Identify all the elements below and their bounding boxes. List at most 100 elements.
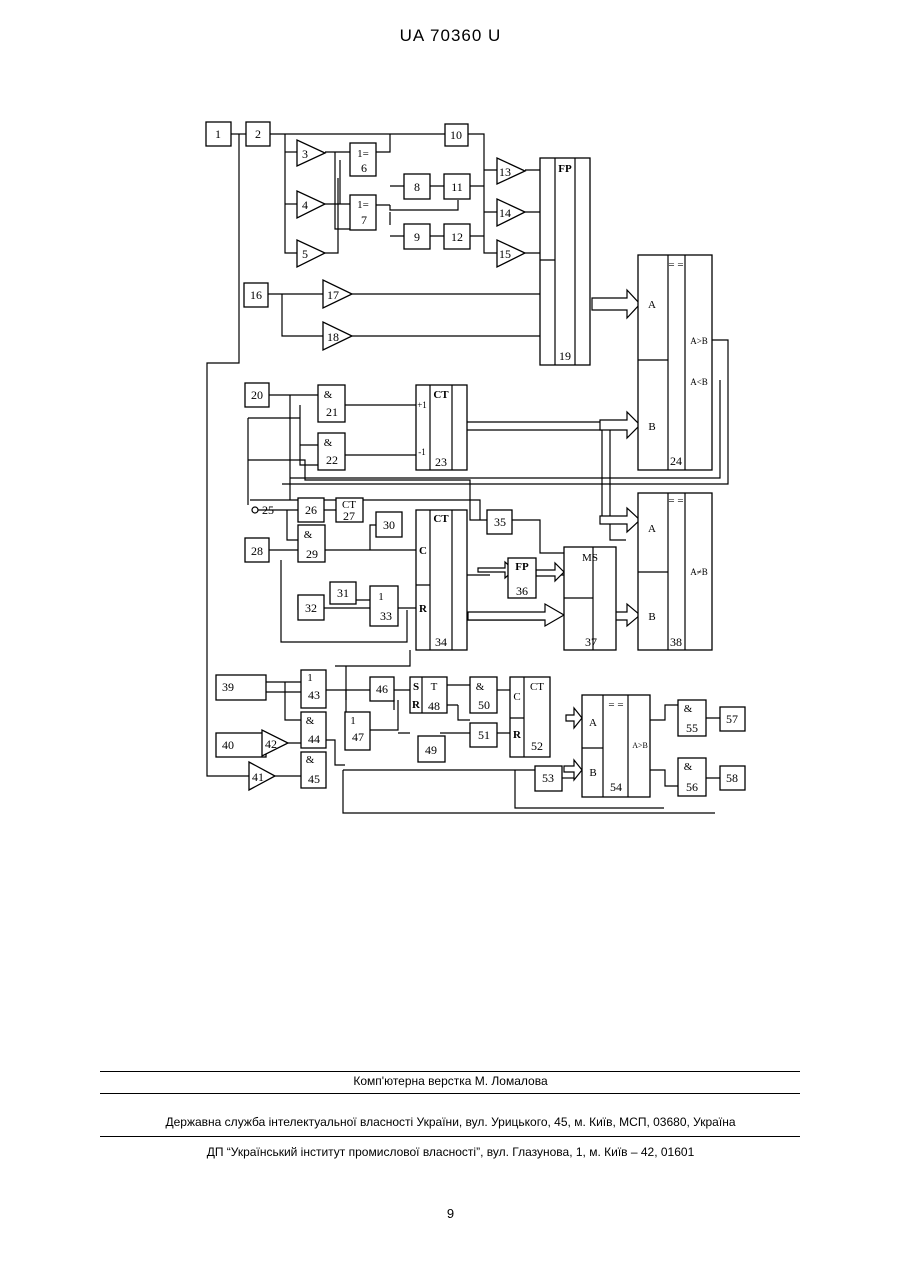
- label-54: 54: [610, 780, 622, 794]
- label-50: 50: [478, 698, 490, 712]
- sym-38-ne: A≠B: [690, 567, 707, 577]
- sym-34: CT: [433, 513, 449, 525]
- label-11: 11: [451, 180, 463, 194]
- sym-54-a: A: [589, 717, 597, 729]
- label-23: 23: [435, 455, 447, 469]
- label-14: 14: [499, 206, 511, 220]
- sym-19: FP: [558, 163, 572, 175]
- sym-44: &: [306, 715, 315, 727]
- label-16: 16: [250, 288, 262, 302]
- label-53: 53: [542, 771, 554, 785]
- sym-56: &: [684, 761, 693, 773]
- bus-arrow-34-37: [468, 604, 564, 626]
- label-56: 56: [686, 780, 698, 794]
- sym-23-plus: +1: [417, 400, 427, 410]
- sym-52-r: R: [513, 729, 522, 741]
- sym-54-b: B: [589, 767, 596, 779]
- label-24: 24: [670, 454, 682, 468]
- label-37: 37: [585, 635, 597, 649]
- label-40: 40: [222, 738, 234, 752]
- sym-34-c: C: [419, 545, 427, 557]
- sym-24-eq: = =: [668, 259, 683, 271]
- label-41: 41: [252, 770, 264, 784]
- institute-address: ДП “Український інститут промислової вла…: [0, 1145, 901, 1159]
- sym-37: MS: [582, 552, 598, 564]
- label-43: 43: [308, 688, 320, 702]
- label-49: 49: [425, 743, 437, 757]
- footer-rule-top: [100, 1071, 800, 1072]
- label-48: 48: [428, 699, 440, 713]
- label-15: 15: [499, 247, 511, 261]
- sym-36: FP: [515, 561, 529, 573]
- label-32: 32: [305, 601, 317, 615]
- sym-33: 1: [378, 591, 384, 603]
- label-17: 17: [327, 288, 339, 302]
- label-25: 25: [262, 503, 274, 517]
- label-58: 58: [726, 771, 738, 785]
- label-39: 39: [222, 680, 234, 694]
- label-35: 35: [494, 515, 506, 529]
- label-34: 34: [435, 635, 447, 649]
- sym-45: &: [306, 754, 315, 766]
- sym-48-t: T: [431, 681, 438, 693]
- sym-29: &: [304, 529, 313, 541]
- sym-22: &: [324, 437, 333, 449]
- bus-arrow-53-54: [564, 760, 582, 780]
- label-22: 22: [326, 453, 338, 467]
- label-10: 10: [450, 128, 462, 142]
- label-29: 29: [306, 547, 318, 561]
- label-44: 44: [308, 732, 320, 746]
- sym-24-a: A: [648, 299, 656, 311]
- label-31: 31: [337, 586, 349, 600]
- label-20: 20: [251, 388, 263, 402]
- sym-38-a: A: [648, 523, 656, 535]
- label-36: 36: [516, 584, 528, 598]
- sym-21: &: [324, 389, 333, 401]
- inverter-25: [252, 507, 258, 513]
- sym-24-b: B: [648, 421, 655, 433]
- sym-47: 1: [350, 715, 356, 727]
- bus-arrow-19-24: [592, 290, 640, 318]
- sym-24-gt: A>B: [690, 336, 708, 346]
- sym-23-minus: -1: [418, 447, 426, 457]
- layout-credit: Комп'ютерна верстка М. Ломалова: [0, 1074, 901, 1088]
- sym-43: 1: [307, 672, 313, 684]
- label-55: 55: [686, 721, 698, 735]
- bus-arrow-37-38: [615, 604, 640, 626]
- bus-arrow-23-24: [600, 412, 640, 438]
- label-30: 30: [383, 518, 395, 532]
- label-18: 18: [327, 330, 339, 344]
- label-8: 8: [414, 180, 420, 194]
- label-33: 33: [380, 609, 392, 623]
- sym-50: &: [476, 681, 485, 693]
- label-46: 46: [376, 682, 388, 696]
- label-6: 6: [361, 161, 367, 175]
- sym-38-b: B: [648, 611, 655, 623]
- label-7: 7: [361, 213, 367, 227]
- block-24: [638, 255, 712, 470]
- sym-27: CT: [342, 499, 356, 511]
- label-47: 47: [352, 730, 364, 744]
- label-52: 52: [531, 739, 543, 753]
- label-45: 45: [308, 772, 320, 786]
- label-1: 1: [215, 127, 221, 141]
- label-2: 2: [255, 127, 261, 141]
- label-38: 38: [670, 635, 682, 649]
- block-34: [416, 510, 467, 650]
- label-12: 12: [451, 230, 463, 244]
- sym-52-c: C: [513, 691, 520, 703]
- sym-38-eq: = =: [668, 495, 683, 507]
- sym-6: 1=: [357, 148, 369, 160]
- sym-24-lt: A<B: [690, 377, 708, 387]
- sym-23: CT: [433, 389, 449, 401]
- footer-rule-middle: [100, 1093, 800, 1094]
- sym-34-r: R: [419, 603, 428, 615]
- sym-54-gt: A>B: [632, 741, 648, 750]
- label-3: 3: [302, 147, 308, 161]
- label-9: 9: [414, 230, 420, 244]
- block-diagram: 1 2 3 4 5 6 7 8 9 10 11 12 13 14 15 16 1…: [0, 0, 901, 900]
- label-42: 42: [265, 737, 277, 751]
- block-19: [540, 158, 590, 365]
- sym-52: CT: [530, 681, 544, 693]
- label-5: 5: [302, 247, 308, 261]
